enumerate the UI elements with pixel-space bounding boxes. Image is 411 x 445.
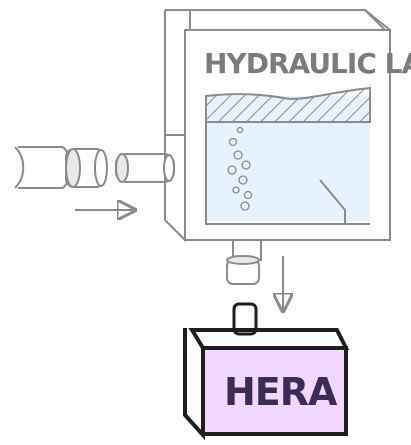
tank-title: HYDRAULIC LABS — [204, 47, 411, 80]
bubbles — [227, 126, 253, 211]
tank-front-face — [184, 29, 391, 241]
outlet-assembly — [226, 239, 283, 309]
hera-front-face — [201, 346, 348, 436]
inlet-assembly — [14, 146, 175, 210]
hera-port — [232, 302, 258, 336]
hera-label: HERA — [224, 370, 338, 414]
tank: HYDRAULIC LABS — [164, 9, 411, 243]
water-surface-hatch — [205, 86, 371, 123]
hera-box: HERA — [183, 302, 350, 441]
